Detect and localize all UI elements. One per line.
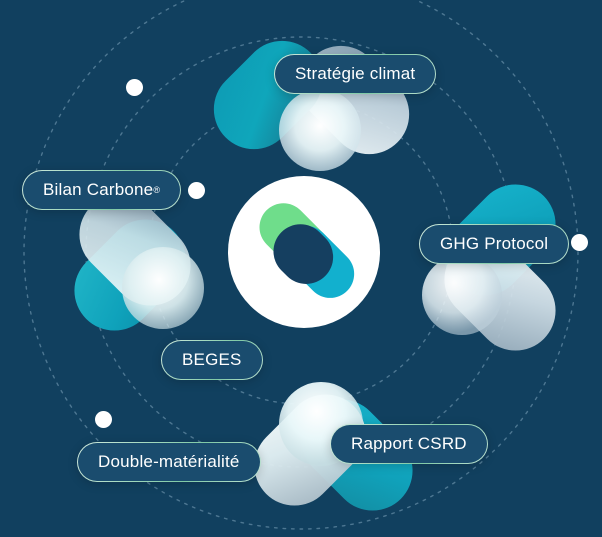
label-pill-bilan-carbone[interactable]: Bilan Carbone®: [22, 170, 181, 210]
label-text-strategie-climat: Stratégie climat: [295, 64, 416, 83]
capsule-top-highlight: [279, 89, 361, 171]
label-text-double-materialite: Double-matérialité: [98, 452, 240, 471]
capsule-cluster-top: [213, 40, 410, 171]
label-pill-strategie-climat[interactable]: Stratégie climat: [274, 54, 436, 94]
label-text-rapport-csrd: Rapport CSRD: [351, 434, 467, 453]
label-text-beges: BEGES: [182, 350, 242, 369]
label-pill-rapport-csrd[interactable]: Rapport CSRD: [330, 424, 488, 464]
label-text-ghg-protocol: GHG Protocol: [440, 234, 549, 253]
orbit-outer: [23, 0, 579, 530]
capsule-cluster-left: [74, 194, 204, 331]
label-pill-beges[interactable]: BEGES: [161, 340, 263, 380]
label-text-bilan-carbone: Bilan Carbone: [43, 180, 154, 199]
orbit-dot-bottom-left: [95, 411, 112, 428]
label-pill-ghg-protocol[interactable]: GHG Protocol: [419, 224, 569, 264]
orbit-dot-mid-left: [188, 182, 205, 199]
capsule-bottom-highlight: [279, 382, 363, 466]
capsule-right-highlight: [422, 255, 502, 335]
brand-logo: [228, 176, 380, 328]
logo-capsule-navy: [273, 224, 334, 284]
orbit-dot-top-left: [126, 79, 143, 96]
label-pill-double-materialite[interactable]: Double-matérialité: [77, 442, 261, 482]
capsule-left-highlight: [122, 247, 204, 329]
orbit-dot-right: [571, 234, 588, 251]
capsule-cluster-right: [422, 184, 556, 351]
